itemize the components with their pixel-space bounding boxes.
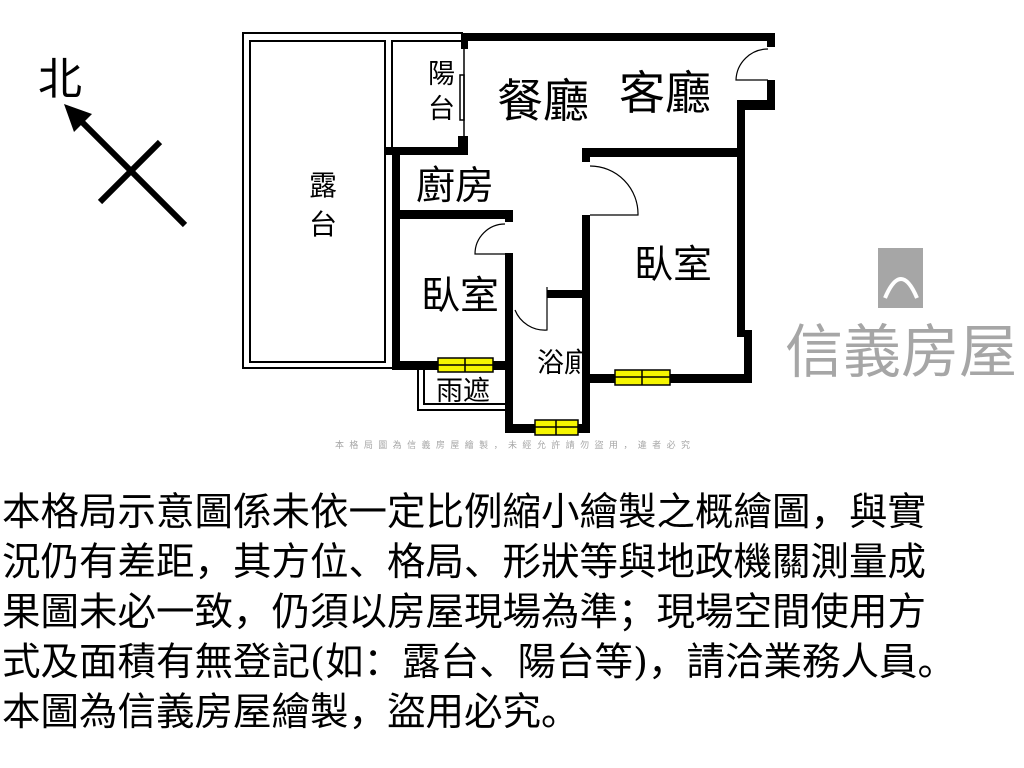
disclaimer-line: 本圖為信義房屋繪製，盜用必究。 — [2, 690, 580, 735]
disclaimer-text: 本格局示意圖係未依一定比例縮小繪製之概繪圖，與實 況仍有差距，其方位、格局、形狀… — [2, 488, 1022, 738]
compass-cross-line — [97, 139, 163, 205]
rain-shelter-label: 雨遮 — [436, 376, 490, 407]
doors — [474, 48, 769, 331]
disclaimer-line: 式及面積有無登記(如：露台、陽台等)，請洽業務人員。 — [2, 640, 957, 685]
balcony-label-2: 台 — [428, 94, 455, 125]
kitchen-label: 廚房 — [416, 164, 494, 209]
windows — [437, 357, 671, 436]
bathroom-label: 浴廁 — [537, 348, 591, 379]
disclaimer-line: 況仍有差距，其方位、格局、形狀等與地政機關測量成 — [2, 540, 927, 585]
watermark-brand: 信義房屋 — [785, 318, 1017, 386]
rain-shelter-outline — [417, 368, 506, 411]
north-compass: 北 — [38, 54, 188, 228]
disclaimer-line: 果圖未必一致，仍須以房屋現場為準；現場空間使用方 — [2, 590, 927, 635]
terrace-label-1: 露 — [309, 169, 337, 202]
balcony-label-1: 陽 — [428, 59, 455, 90]
terrace-label-2: 台 — [309, 208, 337, 241]
north-arrow-head-icon — [64, 104, 92, 132]
entrance-door-icon — [735, 48, 769, 81]
bathroom-door-icon — [514, 287, 548, 331]
disclaimer-line: 本格局示意圖係未依一定比例縮小繪製之概繪圖，與實 — [2, 490, 927, 535]
balcony-sliding-door — [459, 47, 465, 137]
bedroom-left-door-icon — [474, 223, 506, 255]
terrace-outline — [242, 32, 463, 369]
bedroom-right-label: 臥室 — [634, 243, 712, 288]
living-room-label: 客廳 — [619, 66, 711, 120]
bedroom-right-door-icon — [589, 165, 639, 216]
north-label: 北 — [38, 54, 82, 105]
watermark: 信義房屋 本格局圖為信義房屋繪製，未經允許請勿盜用，違者必究 — [335, 248, 1017, 451]
watermark-notice: 本格局圖為信義房屋繪製，未經允許請勿盜用，違者必究 — [335, 439, 690, 451]
bedroom-left-label: 臥室 — [421, 274, 499, 319]
dining-room-label: 餐廳 — [497, 74, 589, 128]
room-labels: 陽 台 餐廳 客廳 露 台 廚房 臥室 臥室 浴廁 雨遮 — [309, 59, 712, 407]
